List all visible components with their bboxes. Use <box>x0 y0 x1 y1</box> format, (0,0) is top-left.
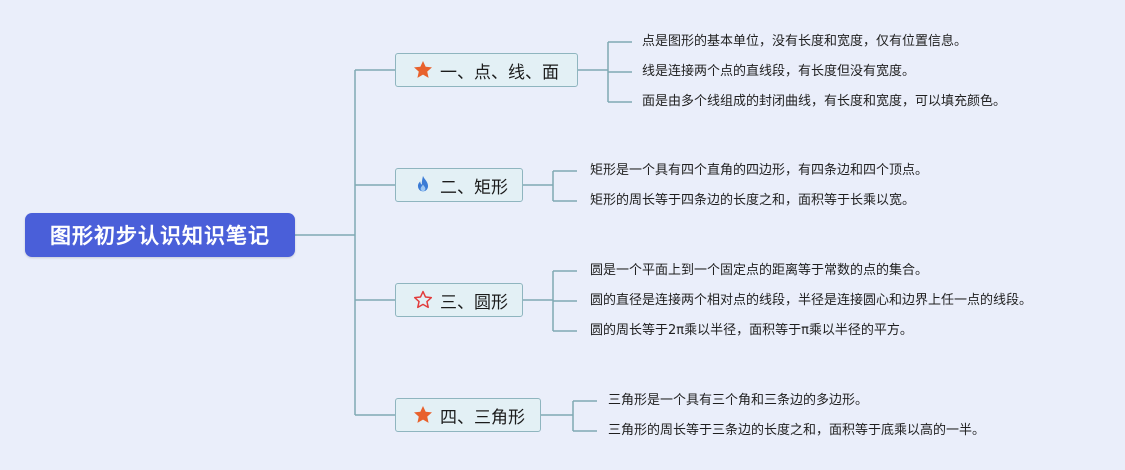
branch-label: 二、矩形 <box>440 177 508 198</box>
star-filled-icon <box>412 404 434 426</box>
branch-label: 四、三角形 <box>440 407 525 428</box>
note-item: 三角形是一个具有三个角和三条边的多边形。 <box>608 393 869 408</box>
note-item: 面是由多个线组成的封闭曲线，有长度和宽度，可以填充颜色。 <box>642 94 1007 109</box>
branch-topic-rectangle[interactable]: 二、矩形 <box>395 168 523 202</box>
note-item: 线是连接两个点的直线段，有长度但没有宽度。 <box>642 64 916 79</box>
note-item: 矩形是一个具有四个直角的四边形，有四条边和四个顶点。 <box>590 163 929 178</box>
note-item: 圆的直径是连接两个相对点的线段，半径是连接圆心和边界上任一点的线段。 <box>590 293 1033 308</box>
note-item: 点是图形的基本单位，没有长度和宽度，仅有位置信息。 <box>642 34 968 49</box>
note-item: 圆的周长等于2π乘以半径，面积等于π乘以半径的平方。 <box>590 323 913 338</box>
branch-topic-triangle[interactable]: 四、三角形 <box>395 398 541 432</box>
branch-label: 一、点、线、面 <box>440 62 559 83</box>
note-item: 矩形的周长等于四条边的长度之和，面积等于长乘以宽。 <box>590 193 916 208</box>
root-title: 图形初步认识知识笔记 <box>50 224 270 248</box>
star-filled-icon <box>412 59 434 81</box>
star-outline-icon <box>412 289 434 311</box>
flame-icon <box>412 174 434 196</box>
branch-topic-circle[interactable]: 三、圆形 <box>395 283 523 317</box>
note-item: 圆是一个平面上到一个固定点的距离等于常数的点的集合。 <box>590 263 929 278</box>
note-item: 三角形的周长等于三条边的长度之和，面积等于底乘以高的一半。 <box>608 423 986 438</box>
branch-label: 三、圆形 <box>440 292 508 313</box>
branch-topic-points-lines-planes[interactable]: 一、点、线、面 <box>395 53 578 87</box>
root-topic[interactable]: 图形初步认识知识笔记 <box>25 213 295 257</box>
